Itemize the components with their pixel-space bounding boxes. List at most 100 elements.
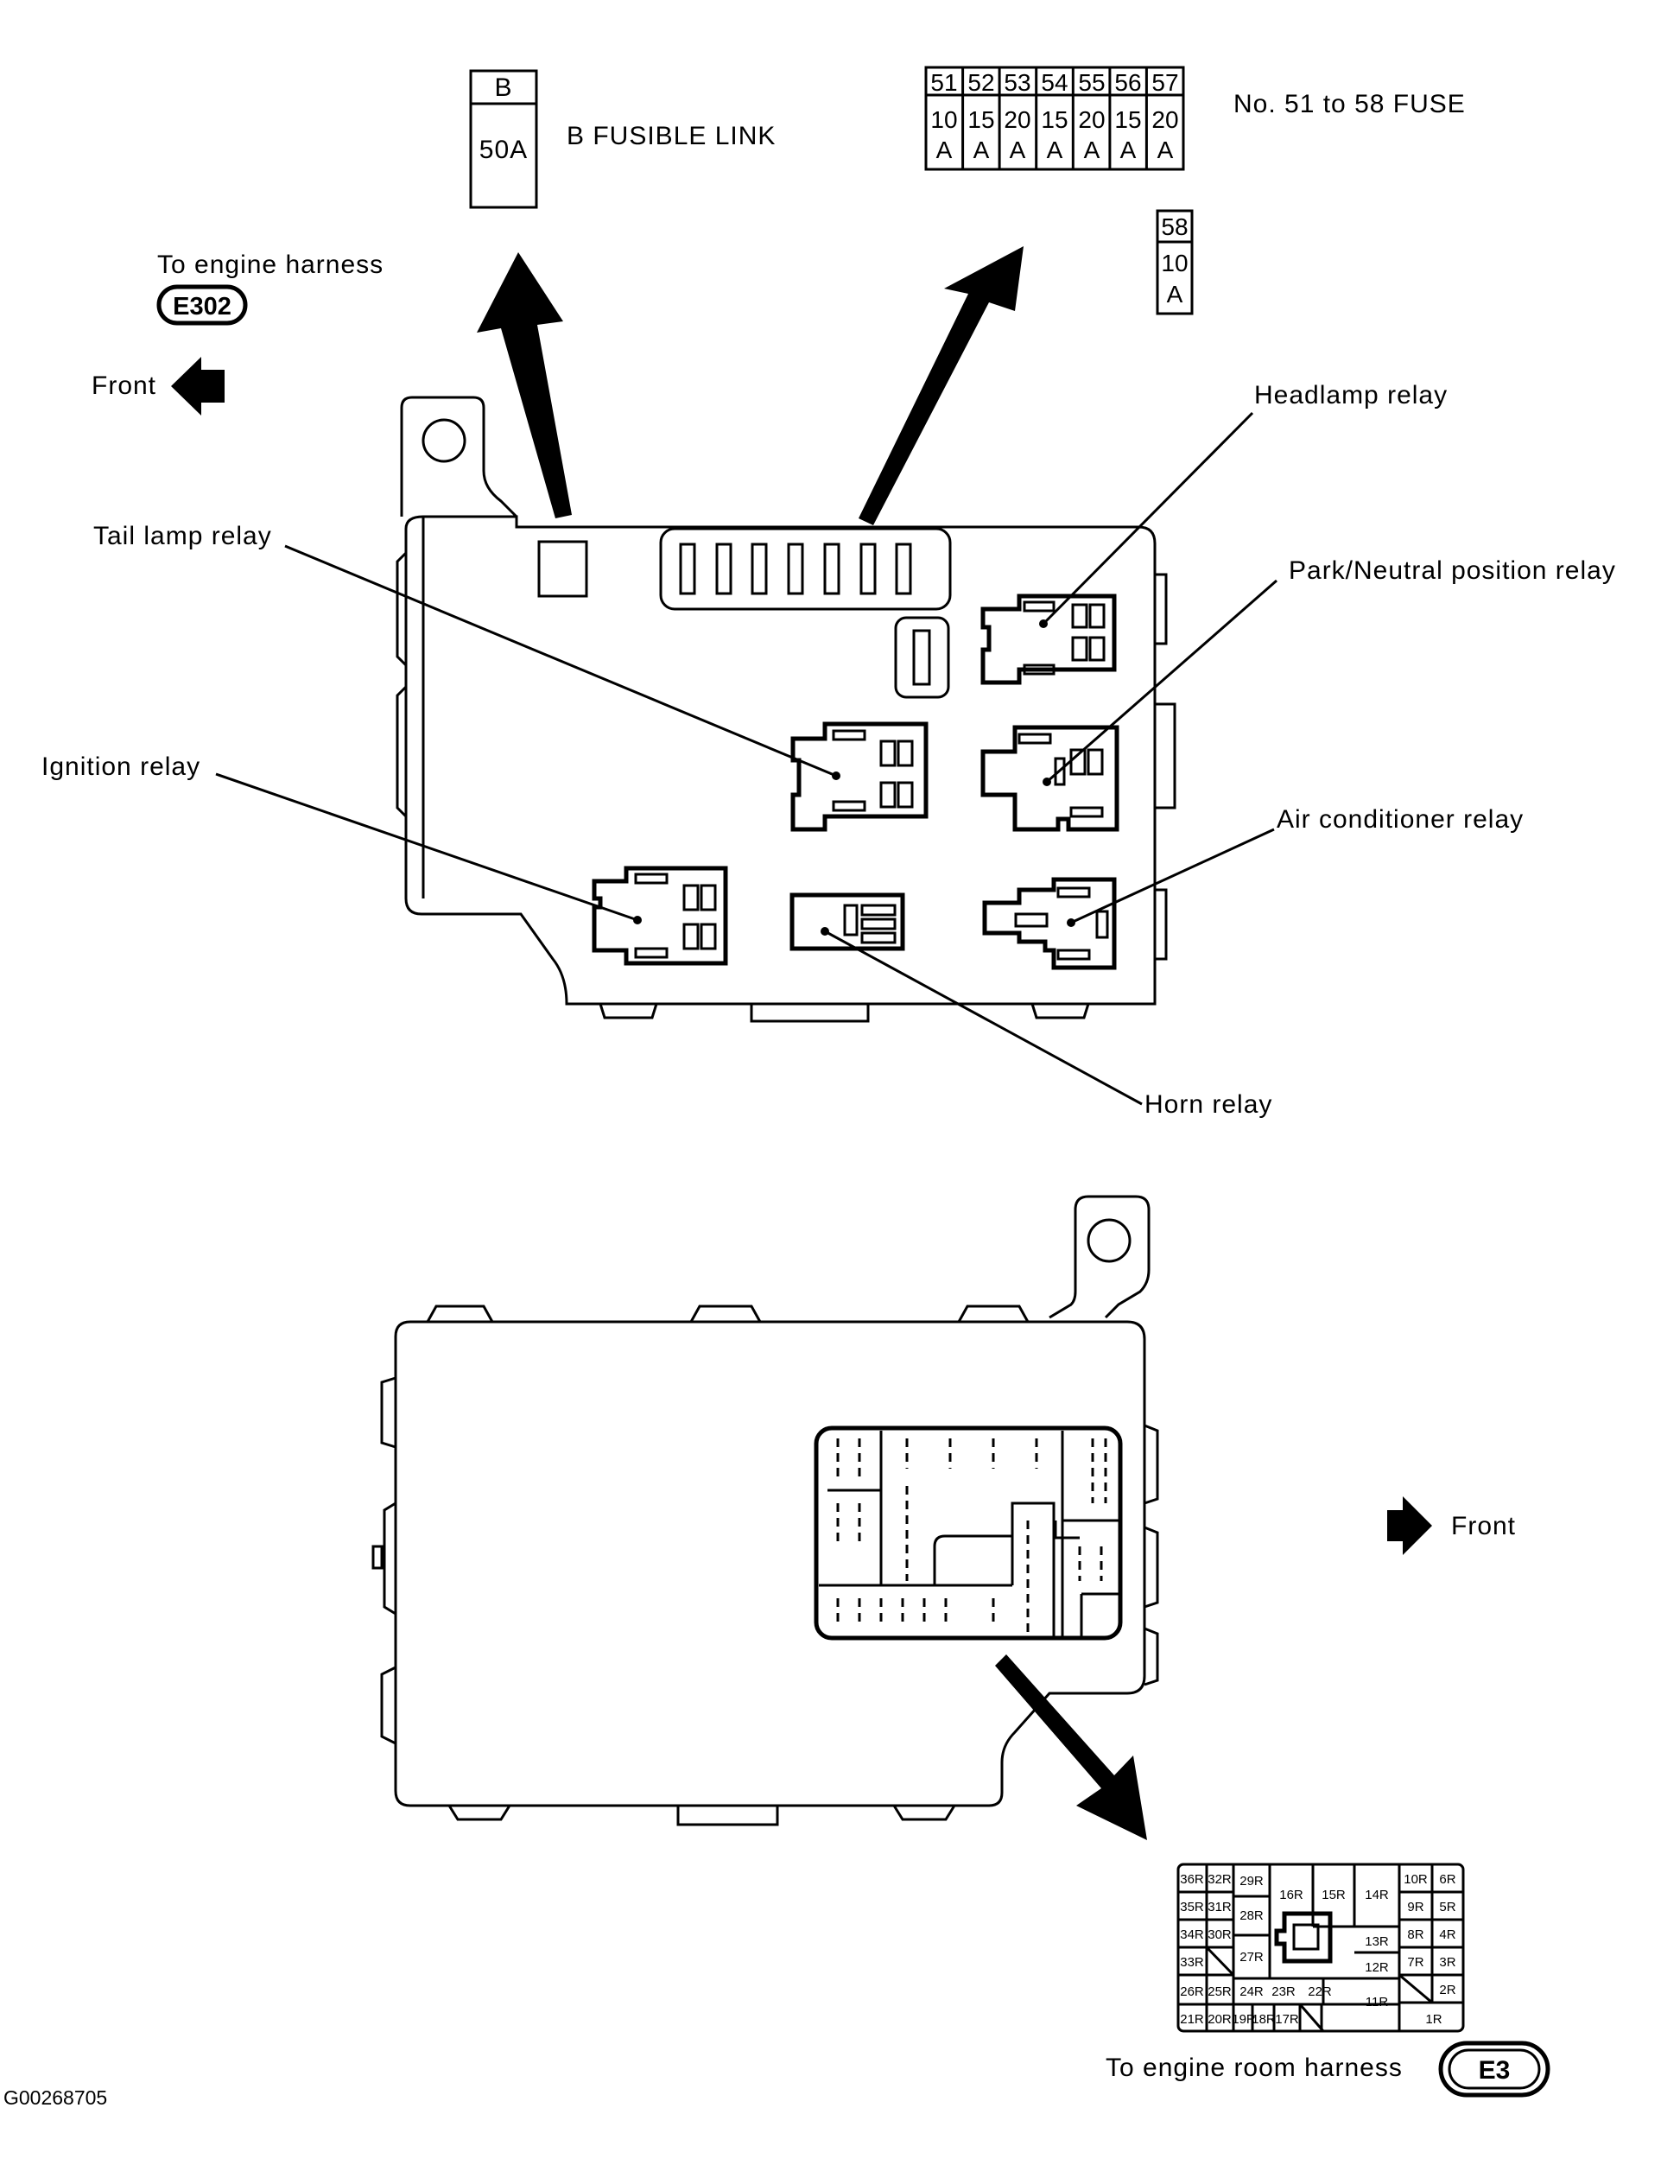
tail-lamp-relay-label: Tail lamp relay <box>93 522 272 550</box>
fuse-amp-54: 15 <box>1041 106 1068 133</box>
front-label-bottom: Front <box>1451 1512 1516 1540</box>
ignition-relay-leader <box>215 772 638 922</box>
tail-lamp-relay-leader <box>284 544 837 778</box>
fuse-unit-56: A <box>1120 136 1137 163</box>
fuse-number-58: 58 <box>1161 213 1188 240</box>
arrow-to-fuse-block <box>859 246 1024 525</box>
terminal-2r: 2R <box>1439 1983 1455 1997</box>
terminal-26r: 26R <box>1180 1984 1204 1999</box>
terminal-7r: 7R <box>1407 1955 1423 1970</box>
terminal-12r: 12R <box>1365 1960 1389 1975</box>
front-label-top: Front <box>92 371 156 400</box>
terminal-13r: 13R <box>1365 1934 1389 1949</box>
terminal-1r: 1R <box>1425 2012 1442 2027</box>
air-conditioner-relay-label: Air conditioner relay <box>1277 805 1524 834</box>
fuse-amp-58: 10 <box>1161 250 1188 276</box>
fuse-amp-51: 10 <box>930 106 957 133</box>
terminal-23r: 23R <box>1271 1984 1296 1999</box>
terminal-16r: 16R <box>1279 1888 1303 1902</box>
fuse-unit-54: A <box>1047 136 1063 163</box>
terminal-19r: 19R <box>1232 2012 1256 2027</box>
terminal-25r: 25R <box>1208 1984 1232 1999</box>
connector-e3: E3 <box>1479 2056 1511 2085</box>
fusible-link-header: B <box>494 73 512 102</box>
fuse-unit-53: A <box>1010 136 1026 163</box>
terminal-15r: 15R <box>1322 1888 1346 1902</box>
fusible-link-b: B 50A <box>469 69 538 209</box>
relay-box-top-view <box>396 396 1176 1023</box>
terminal-27r: 27R <box>1239 1950 1264 1965</box>
headlamp-relay-point <box>1039 619 1048 628</box>
fusible-link-label: B FUSIBLE LINK <box>567 122 776 150</box>
fuse-amp-57: 20 <box>1151 106 1178 133</box>
terminal-21r: 21R <box>1180 2012 1204 2027</box>
terminal-34r: 34R <box>1180 1927 1204 1942</box>
engine-harness-label: To engine harness <box>157 251 384 279</box>
terminal-17r: 17R <box>1275 2012 1299 2027</box>
fuse-number-54: 54 <box>1041 69 1068 96</box>
terminal-22r: 22R <box>1308 1984 1332 1999</box>
front-arrow-right-icon <box>1387 1496 1432 1555</box>
fuse-amp-52: 15 <box>967 106 994 133</box>
air-conditioner-relay-housing <box>982 877 1117 970</box>
fuse-unit-55: A <box>1084 136 1100 163</box>
terminal-36r: 36R <box>1180 1872 1204 1887</box>
terminal-6r: 6R <box>1439 1872 1455 1887</box>
fuse-number-52: 52 <box>967 69 994 96</box>
terminal-10r: 10R <box>1404 1872 1428 1887</box>
ignition-relay-label: Ignition relay <box>41 752 200 781</box>
terminal-33r: 33R <box>1180 1955 1204 1970</box>
arrow-to-fusible-link <box>477 252 572 518</box>
fuse-number-56: 56 <box>1114 69 1141 96</box>
connector-badge-e3-inner <box>1448 2048 1541 2090</box>
park-neutral-relay-label: Park/Neutral position relay <box>1289 556 1616 585</box>
connector-badge-e3-outer <box>1438 2041 1550 2098</box>
arrow-to-terminal-diagram <box>995 1654 1147 1840</box>
fuse-unit-51: A <box>936 136 953 163</box>
connector-badge-e302 <box>156 284 248 326</box>
terminal-28r: 28R <box>1239 1908 1264 1923</box>
horn-relay-point <box>821 927 829 936</box>
park-neutral-relay-leader <box>1046 579 1277 784</box>
horn-relay-leader <box>824 930 1143 1106</box>
fuse-unit-58: A <box>1167 281 1183 308</box>
terminal-29r: 29R <box>1239 1874 1264 1889</box>
fuse-58: 58 10 A <box>1156 209 1194 315</box>
fuse-number-51: 51 <box>930 69 957 96</box>
fuse-unit-52: A <box>973 136 990 163</box>
headlamp-relay-housing <box>980 594 1117 685</box>
fuse-table: 51 52 53 54 55 56 57 10 15 20 15 20 15 2… <box>924 66 1185 171</box>
connector-e302: E302 <box>173 293 231 321</box>
fuse-amp-53: 20 <box>1004 106 1030 133</box>
terminal-30r: 30R <box>1208 1927 1232 1942</box>
terminal-11r: 11R <box>1366 1995 1389 2009</box>
ignition-relay-housing <box>592 866 728 966</box>
fuse-number-57: 57 <box>1151 69 1178 96</box>
terminal-24r: 24R <box>1239 1984 1264 1999</box>
fuse-amp-56: 15 <box>1114 106 1141 133</box>
headlamp-relay-label: Headlamp relay <box>1254 381 1448 410</box>
park-neutral-relay-point <box>1043 778 1051 786</box>
front-arrow-left-icon <box>171 357 225 416</box>
horn-relay-housing <box>789 892 905 951</box>
terminal-14r: 14R <box>1365 1888 1389 1902</box>
terminal-8r: 8R <box>1407 1927 1423 1942</box>
fusible-link-amperage: 50A <box>479 136 528 164</box>
fuse-table-label: No. 51 to 58 FUSE <box>1233 90 1466 118</box>
fuse-amp-55: 20 <box>1078 106 1105 133</box>
ignition-relay-point <box>633 916 642 924</box>
figure-id: G00268705 <box>3 2086 107 2109</box>
terminal-20r: 20R <box>1208 2012 1232 2027</box>
engine-room-harness-label: To engine room harness <box>1106 2054 1403 2082</box>
terminal-4r: 4R <box>1439 1927 1455 1942</box>
terminal-35r: 35R <box>1180 1900 1204 1914</box>
horn-relay-label: Horn relay <box>1144 1090 1272 1119</box>
terminal-9r: 9R <box>1407 1900 1423 1914</box>
terminal-31r: 31R <box>1208 1900 1232 1914</box>
terminal-5r: 5R <box>1439 1900 1455 1914</box>
fuse-unit-57: A <box>1157 136 1174 163</box>
air-conditioner-relay-leader <box>1070 828 1275 924</box>
relay-box-bottom-view <box>371 1195 1159 1826</box>
terminal-32r: 32R <box>1208 1872 1232 1887</box>
